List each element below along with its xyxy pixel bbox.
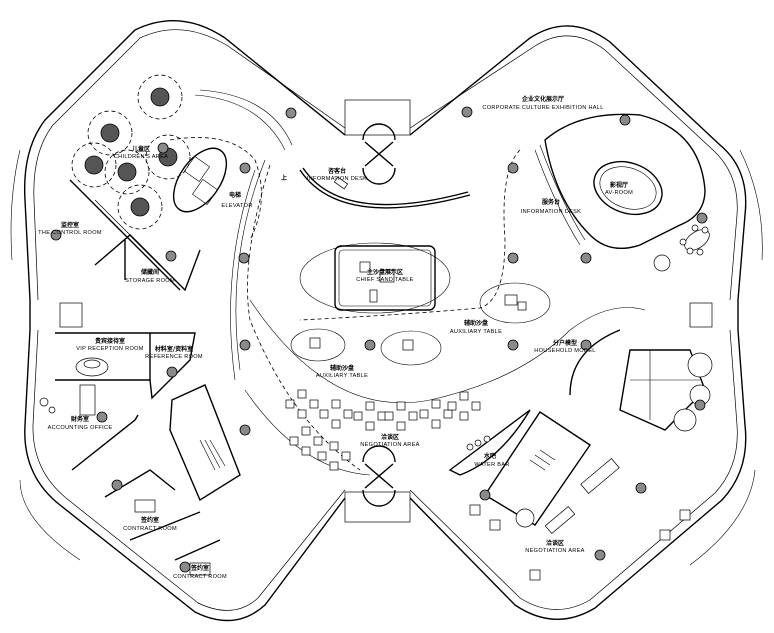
label-sand-table-en: CHIEF SAND TABLE xyxy=(356,277,413,283)
label-storage-en: STORAGE ROOM xyxy=(125,278,175,284)
label-children-cn: 儿童区 xyxy=(131,145,150,153)
label-info-desk-1-cn: 咨客台 xyxy=(328,167,346,175)
label-storage-cn: 储藏间 xyxy=(140,268,159,276)
label-water-bar-en: WATER BAR xyxy=(474,462,509,468)
zone-boundary-right xyxy=(299,149,521,321)
label-info-desk-2-en: INFORMATION DESK xyxy=(521,209,581,215)
entrance-bottom[interactable] xyxy=(344,445,411,523)
label-control-en: THE CONTROL ROOM xyxy=(38,230,102,236)
label-accounting-cn: 财务室 xyxy=(70,415,89,423)
structural-columns xyxy=(50,106,708,573)
reference-room xyxy=(149,332,196,400)
information-desk-counter[interactable] xyxy=(299,167,471,209)
label-negotiation-1-cn: 洽谈区 xyxy=(381,433,399,441)
label-contract-1-en: CONTRACT ROOM xyxy=(123,526,177,532)
label-aux-1-en: AUXILIARY TABLE xyxy=(450,329,502,335)
desk-chair xyxy=(333,176,349,190)
label-aux-2-en: AUXILIARY TABLE xyxy=(316,373,368,379)
room-labels: 儿童区 CHILDREN'S AREA 电梯 ELEVATOR 监控室 THE … xyxy=(38,95,633,580)
stairwell xyxy=(169,384,241,502)
accounting-office xyxy=(39,384,139,471)
contract-rooms xyxy=(104,469,221,576)
label-negotiation-2-cn: 洽谈区 xyxy=(546,539,564,547)
label-household-en: HOUSEHOLD MODEL xyxy=(534,348,595,354)
label-vip-cn: 贵宾接待室 xyxy=(95,337,125,345)
label-contract-1-cn: 签约室 xyxy=(140,516,159,524)
entrance-right[interactable] xyxy=(689,302,713,328)
label-exhibition-en: CORPORATE CULTURE EXHIBITION HALL xyxy=(482,105,603,111)
stairwell-right xyxy=(484,411,591,528)
partition-curve xyxy=(230,159,266,381)
label-contract-2-en: CONTRACT ROOM xyxy=(173,574,227,580)
label-aux-2-cn: 辅助沙盘 xyxy=(330,364,354,372)
label-negotiation-2-en: NEGOTIATION AREA xyxy=(525,548,584,554)
label-aux-1-cn: 辅助沙盘 xyxy=(464,319,488,327)
label-elevator-cn: 电梯 xyxy=(229,191,241,199)
outer-wall xyxy=(10,20,763,622)
water-bar[interactable] xyxy=(448,409,531,476)
entrance-left[interactable] xyxy=(59,302,83,328)
label-negotiation-1-en: NEGOTIATION AREA xyxy=(360,442,419,448)
label-water-bar-cn: 水吧 xyxy=(484,452,496,460)
auxiliary-table-right[interactable] xyxy=(479,282,551,324)
storage-room xyxy=(129,234,201,292)
label-sand-table-cn: 主沙盘展示区 xyxy=(367,268,403,276)
auxiliary-table-left-2[interactable] xyxy=(380,330,442,366)
label-vip-en: VIP RECEPTION ROOM xyxy=(76,346,143,352)
negotiation-tables-right[interactable] xyxy=(469,458,691,581)
vip-reception-room xyxy=(55,332,151,381)
label-contract-2-cn: 签约室 xyxy=(190,564,209,572)
label-accounting-en: ACCOUNTING OFFICE xyxy=(48,425,113,431)
label-children-en: CHILDREN'S AREA xyxy=(114,154,168,160)
label-av-cn: 影视厅 xyxy=(610,181,628,189)
entrance-top[interactable] xyxy=(344,99,411,185)
auxiliary-table-left-1[interactable] xyxy=(290,328,346,362)
up-mark: 上 xyxy=(281,174,287,182)
meeting-table-right[interactable] xyxy=(679,224,713,256)
label-reference-cn: 材料室/资料室 xyxy=(154,345,193,353)
elevator[interactable] xyxy=(163,137,262,241)
zone-boundary-left xyxy=(247,164,361,471)
sofa-groups-right xyxy=(673,352,713,432)
label-info-desk-2-cn: 服务台 xyxy=(542,198,560,206)
label-av-en: AV-ROOM xyxy=(605,190,633,196)
negotiation-seating[interactable] xyxy=(285,389,481,471)
av-room[interactable] xyxy=(534,113,706,249)
plant-icon xyxy=(653,254,671,272)
children-area xyxy=(71,74,293,230)
label-info-desk-1-en: INFORMATION DESK xyxy=(307,176,367,182)
label-household-cn: 分户模型 xyxy=(553,339,577,347)
label-control-cn: 监控室 xyxy=(61,221,79,229)
label-exhibition-cn: 企业文化展示厅 xyxy=(521,95,564,103)
label-reference-en: REFERENCE ROOM xyxy=(145,354,203,360)
label-elevator-en: ELEVATOR xyxy=(221,203,252,209)
chief-sand-table[interactable] xyxy=(299,242,451,314)
